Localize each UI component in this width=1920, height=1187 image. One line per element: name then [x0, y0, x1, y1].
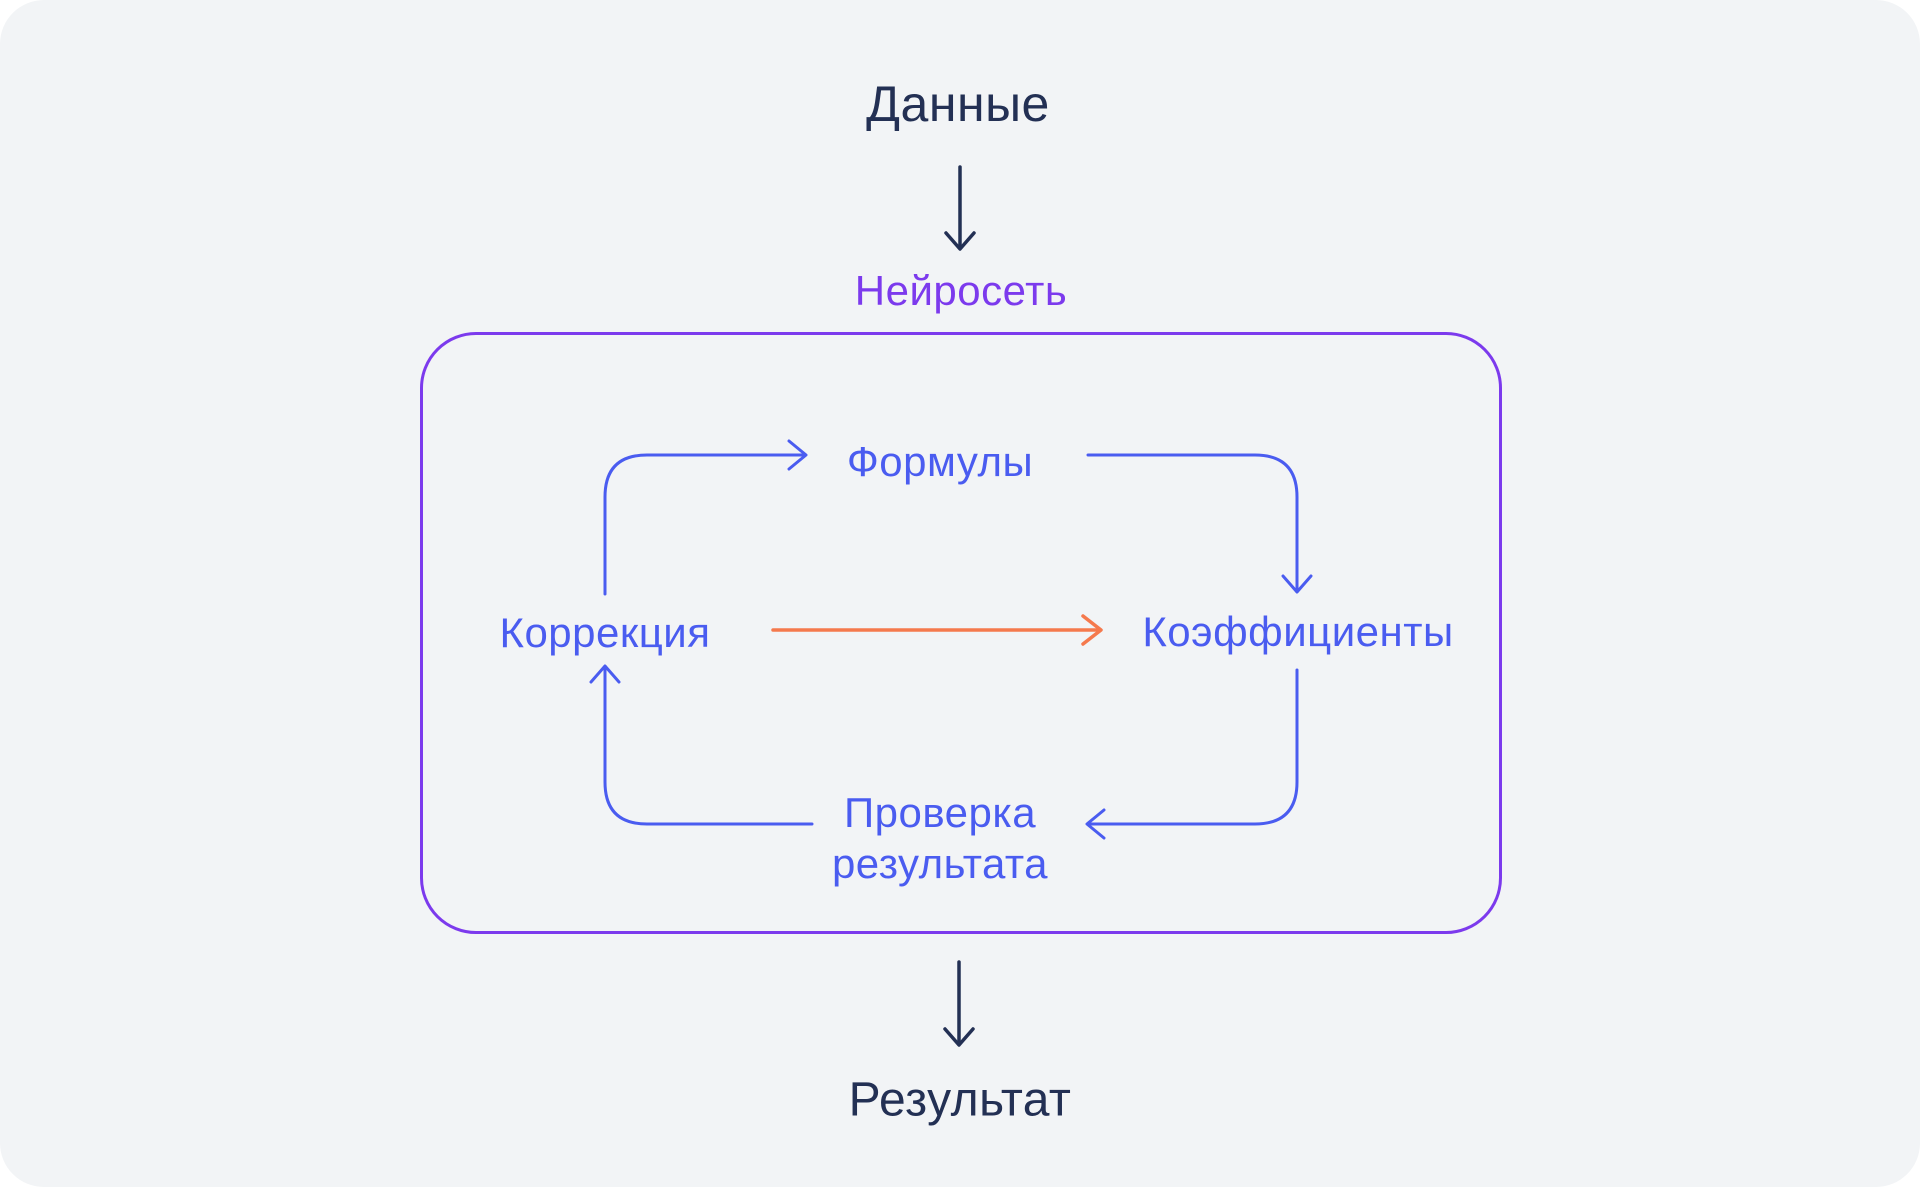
arrow-correction-to-formulas-icon	[603, 439, 808, 596]
node-check-label: Проверка результата	[780, 787, 1100, 889]
node-correction-label: Коррекция	[499, 609, 711, 656]
arrow-check-to-correction-icon	[589, 664, 814, 826]
node-result-label: Результат	[848, 1073, 1072, 1127]
arrow-coefficients-to-check-icon	[1085, 668, 1299, 840]
node-data-label: Данные	[866, 76, 1050, 132]
arrow-data-to-network-icon	[944, 165, 976, 251]
arrow-correction-to-coefficients-icon	[771, 614, 1103, 646]
node-coefficients-label: Коэффициенты	[1142, 608, 1454, 655]
node-check-line2: результата	[831, 840, 1049, 887]
node-check-line1: Проверка	[843, 788, 1037, 836]
node-formulas-label: Формулы	[846, 438, 1034, 485]
arrow-network-to-result-icon	[943, 960, 975, 1047]
arrow-formulas-to-coefficients-icon	[1086, 453, 1313, 594]
neural-network-box	[420, 332, 1502, 934]
node-network-label: Нейросеть	[854, 267, 1068, 314]
